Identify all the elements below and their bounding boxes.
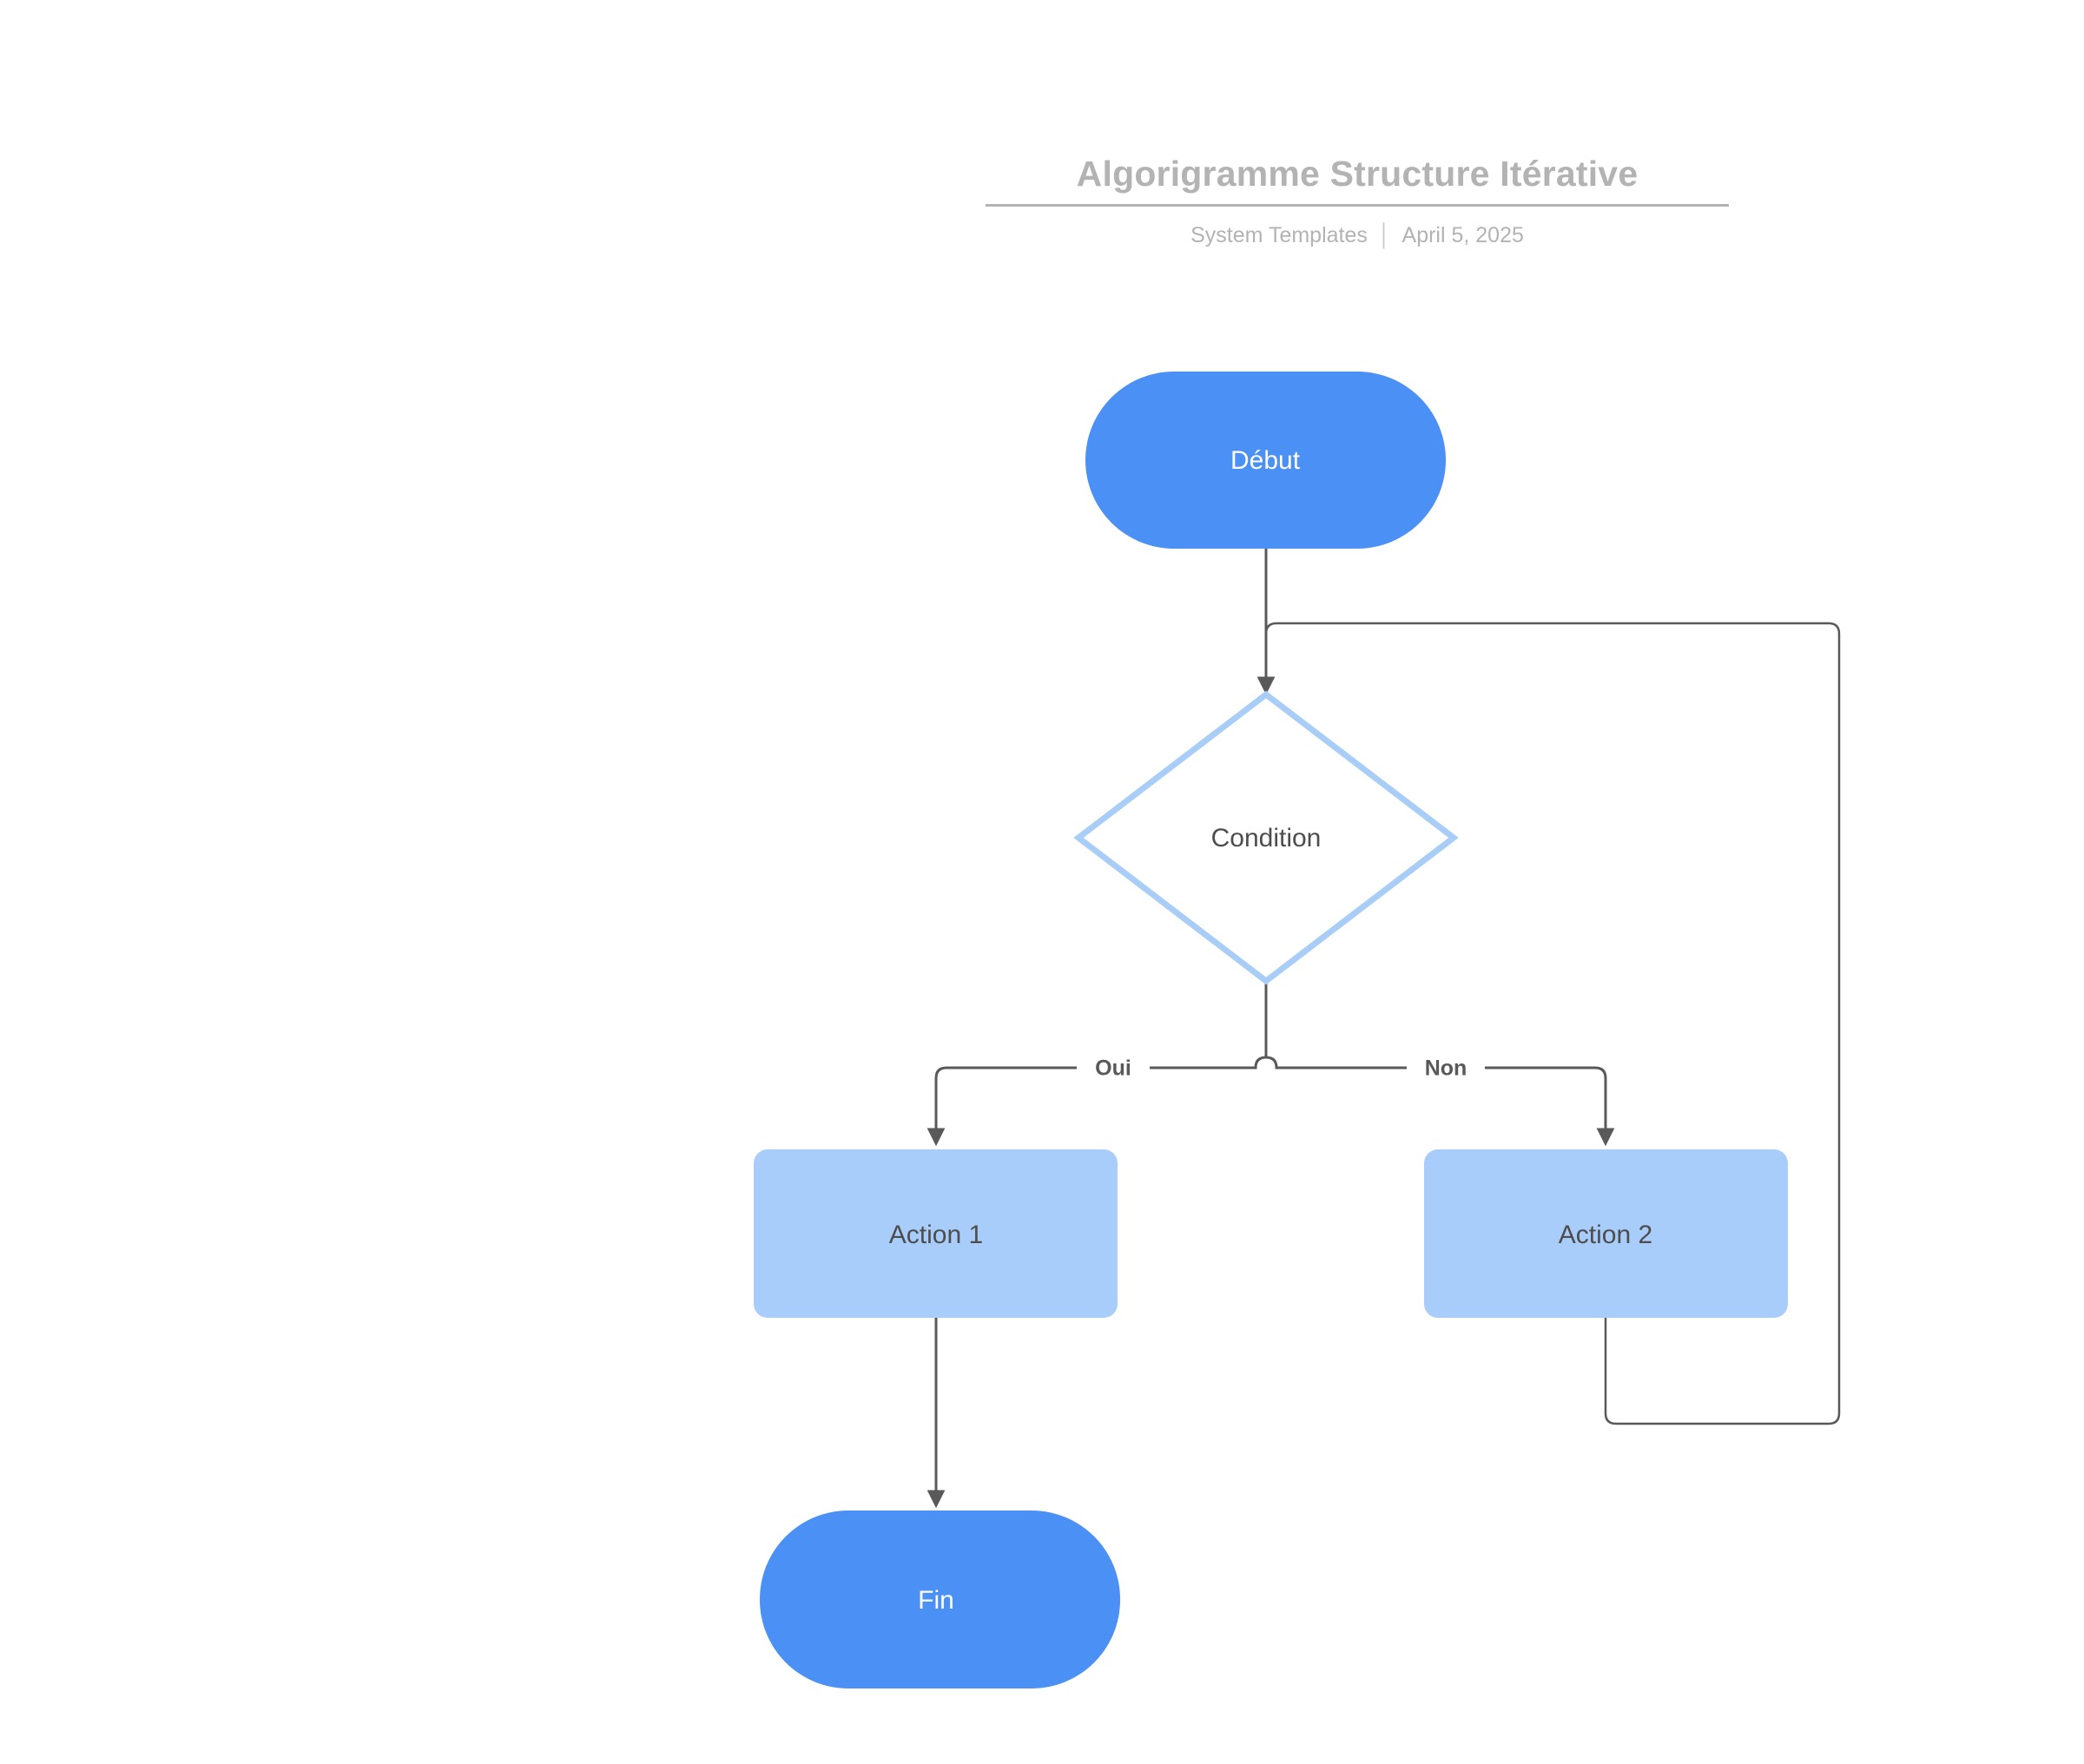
- page-title: Algorigramme Structure Itérative: [1076, 154, 1639, 194]
- node-action1[interactable]: Action 1: [754, 1149, 1118, 1318]
- subtitle-date: April 5, 2025: [1401, 223, 1524, 247]
- node-debut-shape[interactable]: [1085, 372, 1446, 549]
- document-header: Algorigramme Structure Itérative System …: [986, 156, 1729, 247]
- node-action2[interactable]: Action 2: [1424, 1149, 1788, 1318]
- node-fin[interactable]: Fin: [760, 1511, 1120, 1688]
- edge-label-non: Non: [1425, 1056, 1467, 1081]
- node-action2-shape[interactable]: [1424, 1149, 1788, 1318]
- node-debut[interactable]: Début: [1085, 372, 1446, 549]
- node-condition-label: Condition: [1211, 824, 1322, 852]
- edge-label-oui-backdrop: [1077, 1054, 1150, 1082]
- edge-condition-to-action2: [1265, 1056, 1615, 1147]
- edge-label-oui: Oui: [1095, 1056, 1131, 1081]
- node-debut-label: Début: [1230, 446, 1301, 475]
- document-subtitle: System Templates │ April 5, 2025: [986, 225, 1729, 247]
- node-condition-shape[interactable]: [1073, 690, 1459, 985]
- subtitle-separator: │: [1377, 223, 1392, 247]
- node-condition[interactable]: Condition: [1073, 690, 1459, 985]
- node-action1-shape[interactable]: [754, 1149, 1118, 1318]
- edge-label-non-backdrop: [1407, 1054, 1485, 1082]
- node-fin-shape[interactable]: [760, 1511, 1120, 1688]
- title-divider: [986, 204, 1729, 207]
- node-action2-label: Action 2: [1559, 1221, 1652, 1249]
- edge-condition-to-action1: [927, 1056, 1267, 1147]
- edge-action2-to-condition-loop: [1264, 622, 1841, 1425]
- node-action1-label: Action 1: [889, 1221, 983, 1249]
- node-fin-label: Fin: [918, 1586, 954, 1615]
- subtitle-source: System Templates: [1190, 223, 1368, 247]
